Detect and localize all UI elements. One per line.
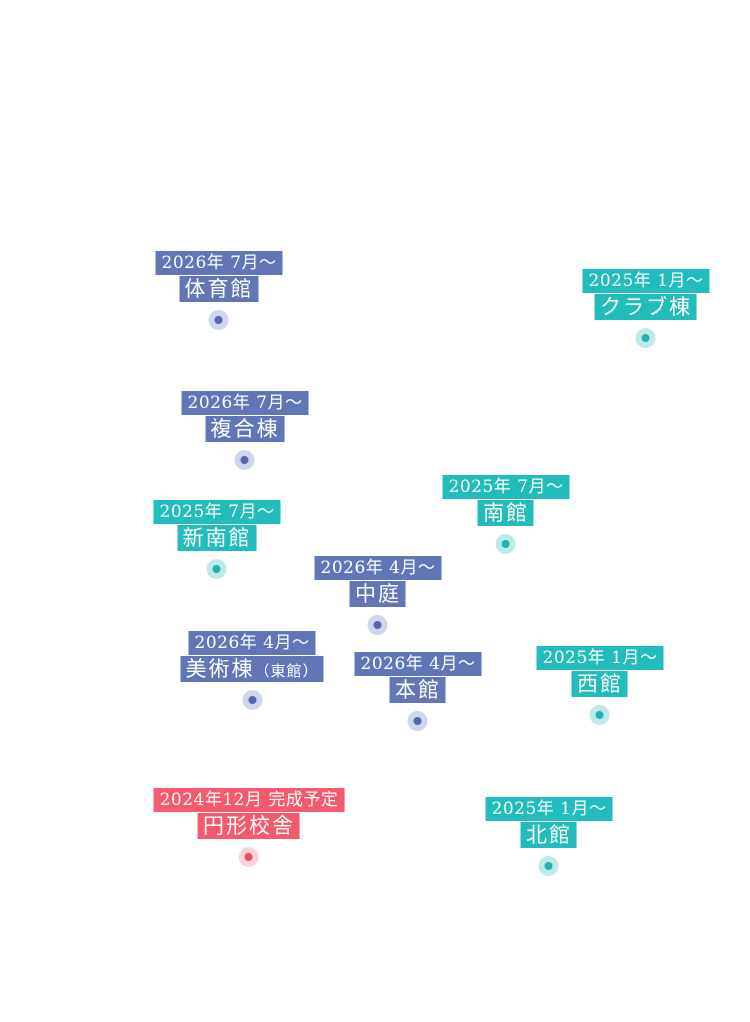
schedule-date: 2026年 4月～ [354, 652, 482, 676]
building-name-sub: （東館） [254, 662, 319, 680]
pin-enkei[interactable]: 2024年12月 完成予定 円形校舎 [153, 788, 345, 867]
schedule-date: 2025年 7月～ [442, 475, 570, 499]
location-dot-icon[interactable] [635, 328, 656, 348]
location-dot-icon[interactable] [589, 705, 610, 725]
location-dot-icon[interactable] [206, 559, 227, 579]
building-name: 西館 [571, 671, 628, 697]
building-name: クラブ棟 [594, 294, 697, 320]
pin-nishikan[interactable]: 2025年 1月～ 西館 [536, 646, 664, 725]
building-name: 北館 [520, 822, 577, 848]
building-name: 本館 [389, 677, 446, 703]
building-name: 美術棟（東館） [180, 656, 324, 682]
schedule-date: 2026年 4月～ [314, 556, 442, 580]
location-dot-icon[interactable] [234, 450, 255, 470]
pin-club[interactable]: 2025年 1月～ クラブ棟 [582, 269, 710, 348]
schedule-date: 2025年 1月～ [536, 646, 664, 670]
building-name: 中庭 [349, 581, 406, 607]
schedule-date: 2025年 7月～ [153, 500, 281, 524]
location-dot-icon[interactable] [495, 534, 516, 554]
location-dot-icon[interactable] [367, 615, 388, 635]
location-dot-icon[interactable] [407, 711, 428, 731]
pin-kitakan[interactable]: 2025年 1月～ 北館 [485, 797, 613, 876]
location-dot-icon[interactable] [538, 856, 559, 876]
building-name: 体育館 [179, 276, 259, 302]
pin-taiikukan[interactable]: 2026年 7月～ 体育館 [155, 251, 283, 330]
building-name: 複合棟 [205, 416, 285, 442]
building-name: 南館 [477, 500, 534, 526]
pin-fukugou[interactable]: 2026年 7月～ 複合棟 [181, 391, 309, 470]
schedule-date: 2025年 1月～ [582, 269, 710, 293]
building-name: 新南館 [177, 525, 257, 551]
pin-honkan[interactable]: 2026年 4月～ 本館 [354, 652, 482, 731]
schedule-date: 2026年 7月～ [181, 391, 309, 415]
schedule-date: 2024年12月 完成予定 [153, 788, 345, 812]
building-name-main: 美術棟 [185, 657, 255, 681]
schedule-date: 2025年 1月～ [485, 797, 613, 821]
pin-nakaniwa[interactable]: 2026年 4月～ 中庭 [314, 556, 442, 635]
building-name: 円形校舎 [198, 813, 300, 839]
location-dot-icon[interactable] [241, 690, 262, 710]
pin-minamikan[interactable]: 2025年 7月～ 南館 [442, 475, 570, 554]
pin-bijutsu[interactable]: 2026年 4月～ 美術棟（東館） [180, 631, 324, 710]
schedule-date: 2026年 7月～ [155, 251, 283, 275]
pin-shinnankan[interactable]: 2025年 7月～ 新南館 [153, 500, 281, 579]
location-dot-icon[interactable] [239, 847, 259, 867]
location-dot-icon[interactable] [208, 310, 229, 330]
schedule-date: 2026年 4月～ [188, 631, 316, 655]
